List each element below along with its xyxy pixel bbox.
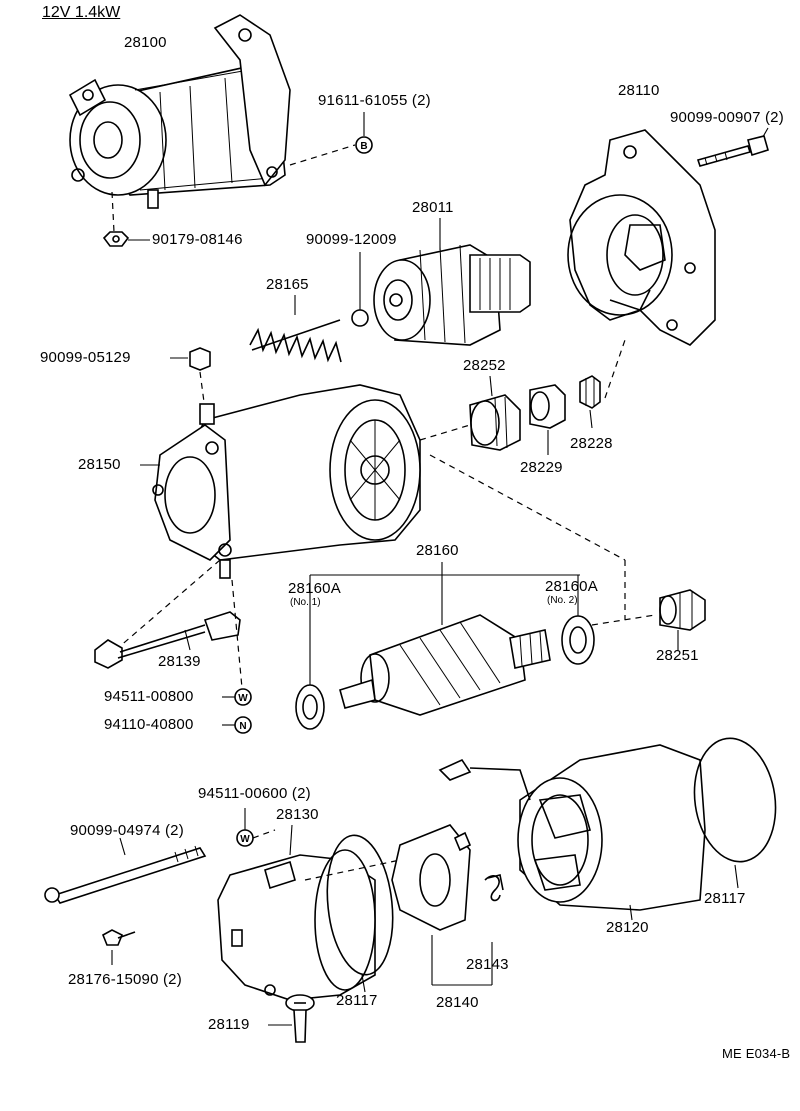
label-94511-00800: 94511-00800 <box>104 688 194 705</box>
callout-letter-n: N <box>239 721 246 732</box>
bearing-28160a-no1 <box>295 684 325 730</box>
nut-90179-08146 <box>102 191 150 247</box>
through-bolt-90099-04974 <box>44 837 207 904</box>
label-90099-12009: 90099-12009 <box>306 231 397 248</box>
label-90179-08146: 90179-08146 <box>152 231 243 248</box>
label-28160a-no1: 28160A <box>288 580 341 597</box>
clutch-28011 <box>373 218 531 346</box>
label-28110: 28110 <box>618 82 660 99</box>
page-title: 12V 1.4kW <box>42 4 121 21</box>
spring-28165 <box>249 295 342 363</box>
label-94511-00600: 94511-00600 (2) <box>198 785 311 802</box>
lead-wire-28139 <box>94 559 241 669</box>
label-28229: 28229 <box>520 459 563 476</box>
label-90099-00907: 90099-00907 (2) <box>670 109 784 126</box>
callout-W-N: W N <box>222 579 252 734</box>
label-28143: 28143 <box>466 956 509 973</box>
brush-spring-28143 <box>484 874 504 902</box>
label-28117-bottom: 28117 <box>336 992 378 1009</box>
label-28160: 28160 <box>416 542 459 559</box>
label-28100: 28100 <box>124 34 167 51</box>
label-28252: 28252 <box>463 357 506 374</box>
label-28251: 28251 <box>656 647 699 664</box>
bolt-90099-05129 <box>170 347 211 403</box>
label-91611-61055: 91611-61055 (2) <box>318 92 431 109</box>
retainer-28229 <box>529 384 566 455</box>
end-frame-28130 <box>217 824 401 1001</box>
label-28160a-no2: 28160A <box>545 578 598 595</box>
ball-90099-12009 <box>351 252 369 327</box>
screw-28119 <box>268 994 315 1043</box>
screw-28176-15090 <box>101 929 136 965</box>
label-94110-40800: 94110-40800 <box>104 716 194 733</box>
planetary-28228 <box>579 375 601 429</box>
callout-letter-w: W <box>238 693 248 704</box>
gear-28252 <box>469 375 521 451</box>
label-28150: 28150 <box>78 456 121 473</box>
label-28165: 28165 <box>266 276 309 293</box>
label-28160a-no1-sub: (No. 1) <box>290 597 321 608</box>
label-28139: 28139 <box>158 653 201 670</box>
field-frame-28120 <box>438 744 706 921</box>
label-28160a-no2-sub: (No. 2) <box>547 595 578 606</box>
callout-B: B <box>289 112 373 166</box>
label-90099-05129: 90099-05129 <box>40 349 131 366</box>
label-28176-15090: 28176-15090 (2) <box>68 971 182 988</box>
label-28011: 28011 <box>412 199 454 216</box>
callout-letter-b: B <box>360 141 367 152</box>
brush-holder-28140 <box>391 824 493 986</box>
label-28140: 28140 <box>436 994 479 1011</box>
bearing-28160a-no2 <box>561 615 595 665</box>
gear-28251 <box>659 589 706 650</box>
armature-28160 <box>309 562 580 716</box>
label-28119: 28119 <box>208 1016 250 1033</box>
callout-W-lower: W <box>236 808 276 847</box>
label-28228: 28228 <box>570 435 613 452</box>
o-ring-28117-bottom <box>326 834 394 993</box>
label-28120: 28120 <box>606 919 649 936</box>
label-28130: 28130 <box>276 806 319 823</box>
yoke-28150 <box>140 384 421 579</box>
drive-housing-28110 <box>567 129 716 346</box>
figure-code: ME E034-B <box>722 1046 791 1061</box>
label-90099-04974: 90099-04974 (2) <box>70 822 184 839</box>
starter-assembly-28100 <box>68 14 291 209</box>
label-28117-right: 28117 <box>704 890 746 907</box>
bolt-90099-00907 <box>696 127 769 167</box>
callout-letter-w-lower: W <box>240 834 250 845</box>
o-ring-28117-right <box>693 737 777 889</box>
